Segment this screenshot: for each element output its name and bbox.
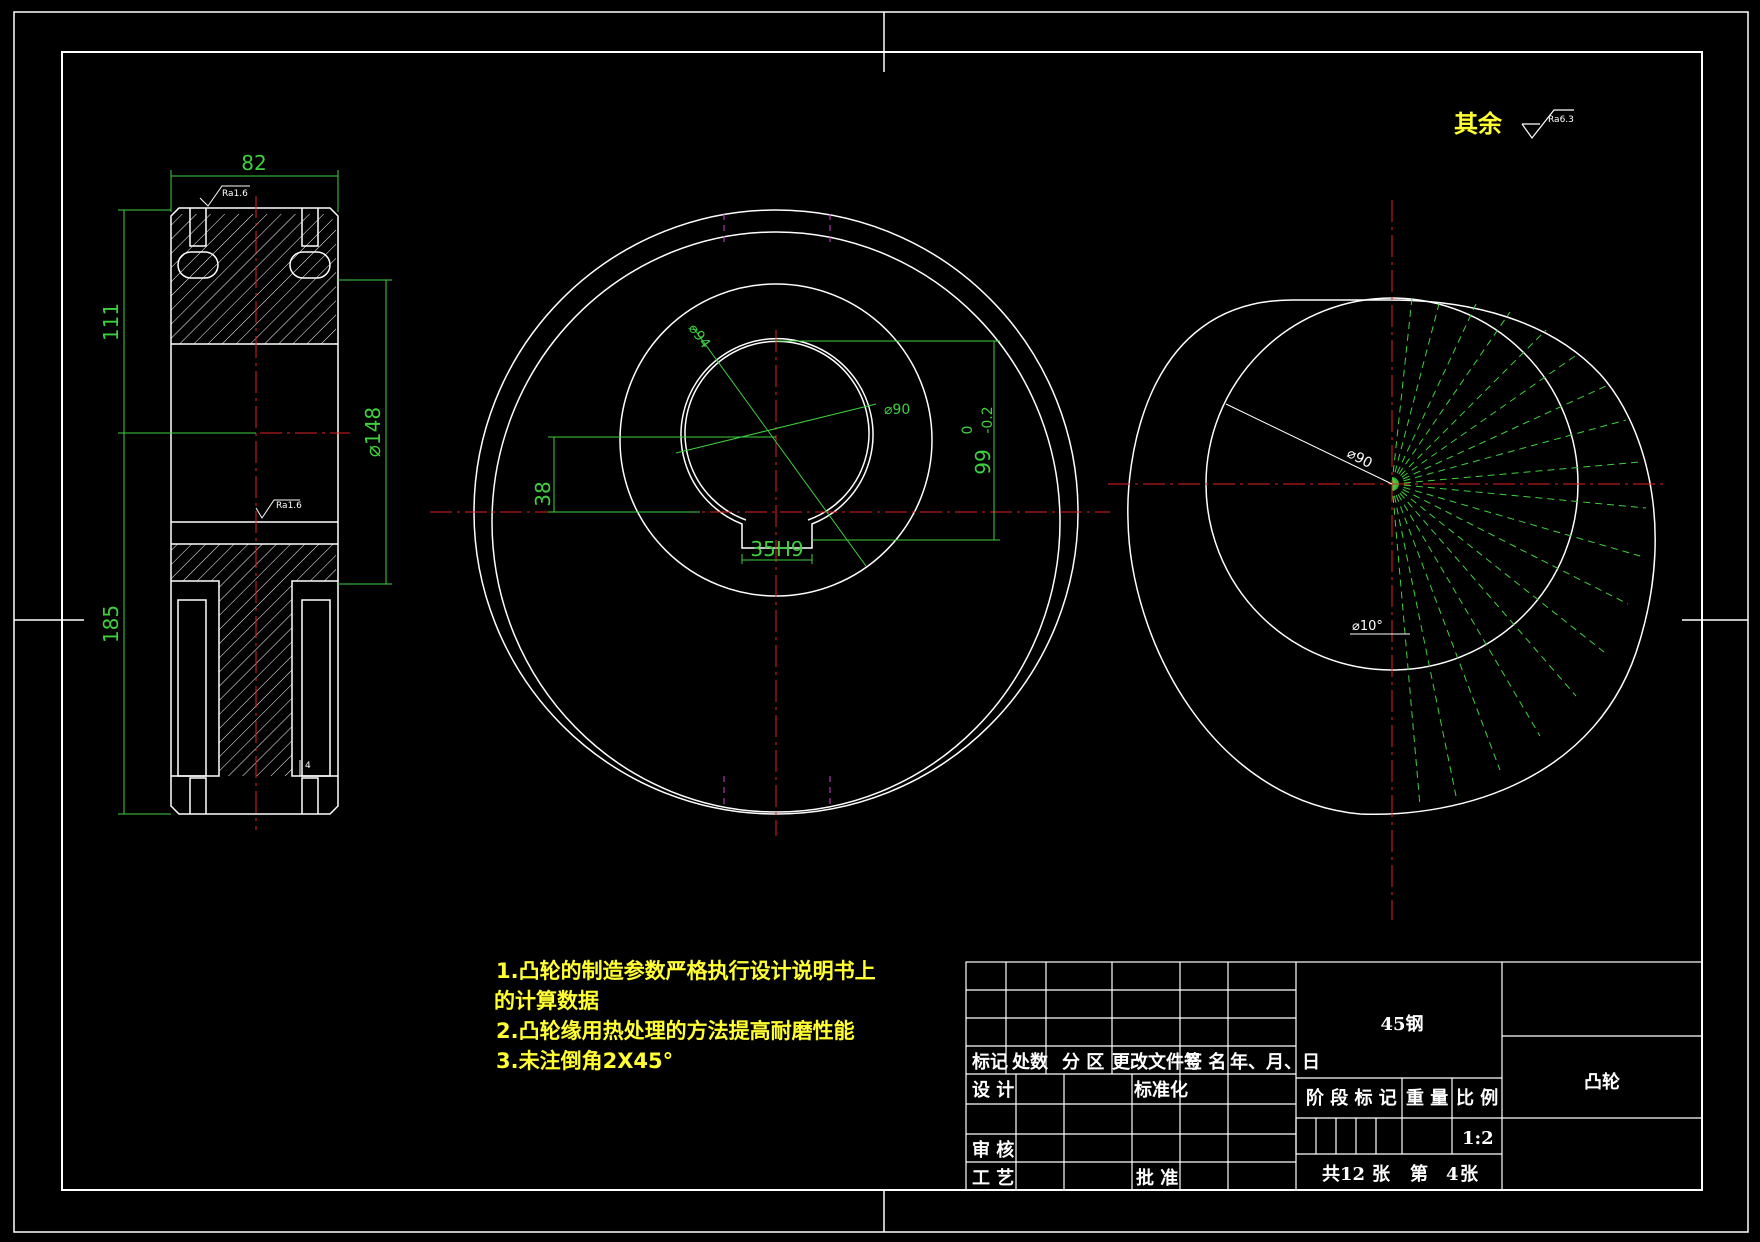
tb-zhongliang: 重 量 — [1406, 1087, 1448, 1109]
roughness-symbol-icon — [1521, 109, 1574, 140]
dim-keyway: 35H9 — [750, 537, 803, 561]
tb-scale: 1:2 — [1462, 1128, 1494, 1149]
dim-width-82: 82 — [241, 151, 266, 175]
dim-tol-lower: -0.2 — [980, 406, 996, 433]
roughness-side-top: Ra1.6 — [222, 189, 248, 199]
roughness-label: 其余 — [1454, 110, 1503, 138]
tb-fenqu: 分 区 — [1062, 1052, 1104, 1073]
dim-dia-90-front: ⌀90 — [884, 402, 910, 418]
front-dimensions — [548, 325, 1000, 567]
material: 45钢 — [1380, 1013, 1423, 1035]
tb-shenhe: 审 核 — [972, 1139, 1014, 1161]
tb-qianming: 签 名 — [1183, 1051, 1226, 1073]
front-view: ⌀94 ⌀90 38 35H9 99 0 -0.2 — [430, 209, 1110, 836]
note-1: 1.凸轮的制造参数严格执行设计说明书上 — [496, 959, 876, 983]
side-dimensions — [118, 170, 392, 815]
note-3: 3.未注倒角2X45° — [496, 1049, 673, 1073]
tb-jieduan: 阶 段 标 记 — [1306, 1087, 1397, 1109]
tb-sheet-total: 共12 — [1322, 1164, 1365, 1185]
dim-38: 38 — [531, 481, 555, 506]
dim-111: 111 — [99, 303, 123, 341]
tb-chushu: 处数 — [1011, 1051, 1049, 1073]
part-name: 凸轮 — [1584, 1071, 1620, 1093]
dim-dia-94: ⌀94 — [685, 321, 713, 352]
dim-angle: ⌀10° — [1352, 619, 1383, 634]
side-section-view: 82 111 185 ⌀148 Ra1.6 Ra1.6 4 — [99, 151, 392, 830]
tb-riqi: 年、月、日 — [1230, 1051, 1320, 1073]
sheet-frame — [13, 11, 1749, 1233]
side-view-outline — [170, 207, 339, 815]
note-1-cont: 的计算数据 — [494, 989, 599, 1013]
tb-gengai: 更改文件号 — [1112, 1051, 1202, 1073]
tb-biaoji: 标记 — [971, 1051, 1008, 1073]
note-2: 2.凸轮缘用热处理的方法提高耐磨性能 — [496, 1019, 855, 1043]
dim-dia-148: ⌀148 — [361, 407, 385, 457]
dim-small: 4 — [305, 761, 311, 771]
tb-gongyi: 工 艺 — [972, 1167, 1014, 1189]
tb-pizhun: 批 准 — [1136, 1167, 1178, 1189]
tb-biaozhunhua: 标准化 — [1133, 1079, 1188, 1101]
general-roughness-note: 其余 Ra6.3 — [1454, 109, 1574, 140]
tb-zhang2: 张 — [1460, 1164, 1479, 1185]
tb-sheet-no: 4 — [1446, 1164, 1459, 1185]
title-block: 45钢 凸轮 标记 处数 分 区 更改文件号 签 名 年、月、日 设 计 标准化… — [965, 961, 1703, 1191]
roughness-side-mid: Ra1.6 — [276, 501, 302, 511]
tb-bili: 比 例 — [1456, 1087, 1498, 1109]
dim-tol-upper: 0 — [960, 426, 976, 435]
roughness-value: Ra6.3 — [1548, 115, 1574, 125]
dim-185: 185 — [99, 605, 123, 643]
technical-notes: 1.凸轮的制造参数严格执行设计说明书上 的计算数据 2.凸轮缘用热处理的方法提高… — [494, 959, 876, 1073]
tb-zhang1: 张 — [1372, 1164, 1391, 1185]
dim-tol-main: 99 — [971, 449, 995, 474]
cam-profile-view: ⌀90 ⌀10° — [1108, 200, 1668, 920]
tb-di: 第 — [1410, 1163, 1428, 1185]
cam-rays — [1391, 297, 1647, 807]
tb-sheji: 设 计 — [972, 1079, 1014, 1101]
